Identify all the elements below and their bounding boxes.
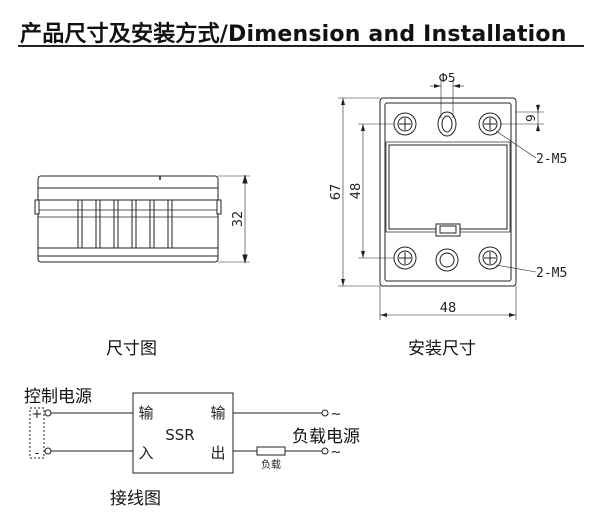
overall-height-dim: 67 bbox=[329, 184, 344, 201]
side-view bbox=[34, 174, 250, 264]
ac-symbol-top: ~ bbox=[331, 407, 342, 422]
side-height-dim: 32 bbox=[231, 211, 246, 228]
output-top-label: 输 bbox=[210, 404, 225, 422]
input-bottom-label: 入 bbox=[138, 444, 153, 462]
screw-top-right bbox=[478, 112, 502, 136]
screw-top-left bbox=[393, 112, 417, 136]
front-view-caption: 安装尺寸 bbox=[408, 339, 476, 359]
screw-bottom-right bbox=[478, 246, 502, 270]
front-dimensions bbox=[338, 80, 544, 320]
minus-sign: - bbox=[35, 446, 40, 461]
width-dim: 48 bbox=[440, 301, 457, 316]
hole-dim: Φ5 bbox=[438, 71, 455, 85]
wiring-caption: 接线图 bbox=[110, 489, 161, 509]
side-view-caption: 尺寸图 bbox=[106, 339, 157, 359]
ssr-label: SSR bbox=[165, 426, 194, 444]
screw-top-label: 2-M5 bbox=[536, 152, 567, 167]
page-title: 产品尺寸及安装方式/Dimension and Installation bbox=[20, 22, 567, 47]
output-bottom-label: 出 bbox=[210, 444, 225, 462]
front-view bbox=[379, 97, 517, 287]
input-top-label: 输 bbox=[138, 404, 153, 422]
load-label: 负载 bbox=[261, 458, 281, 471]
ac-symbol-bottom: ~ bbox=[331, 445, 342, 460]
control-power-label: 控制电源 bbox=[24, 387, 92, 407]
inner-height-dim: 48 bbox=[349, 183, 364, 200]
plus-sign: + bbox=[32, 407, 43, 422]
mount-hole-top bbox=[437, 111, 457, 137]
load-power-label: 负载电源 bbox=[292, 427, 360, 447]
wiring-diagram bbox=[29, 392, 329, 474]
screw-bottom-left bbox=[393, 246, 417, 270]
title-divider bbox=[18, 45, 584, 47]
top-offset-dim: 9 bbox=[524, 114, 538, 122]
front-dimension-arrows bbox=[341, 84, 540, 317]
screw-bottom-label: 2-M5 bbox=[536, 266, 567, 281]
mount-hole-bottom bbox=[435, 248, 459, 272]
